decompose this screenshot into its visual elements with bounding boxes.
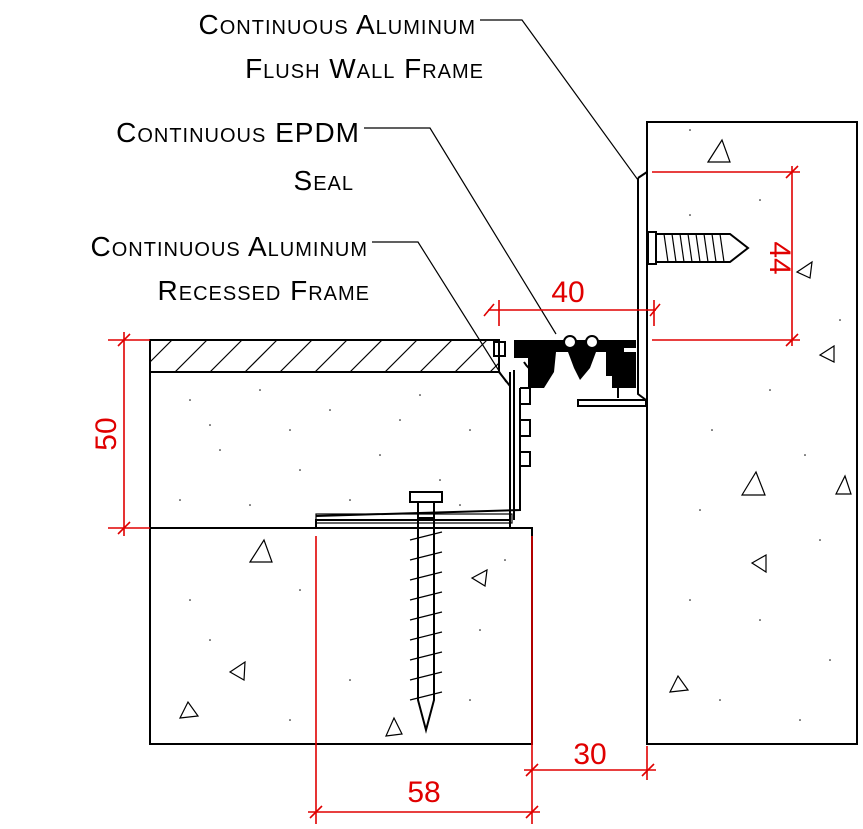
gap-width-value: 40: [551, 276, 584, 309]
dimension-anchor-offset: 58: [308, 536, 540, 824]
flush-frame-label-line2: Flush Wall Frame: [245, 53, 484, 84]
right-wall-concrete: [646, 121, 858, 745]
epdm-seal-label-line1: Continuous EPDM: [116, 117, 360, 148]
wall-anchor-screw: [647, 231, 750, 265]
flush-frame-label-line1: Continuous Aluminum: [199, 9, 476, 40]
joint-offset-value: 30: [573, 738, 606, 771]
slab-depth-value: 50: [90, 417, 123, 450]
lower-concrete-block: [149, 527, 533, 745]
recessed-frame-label-line1: Continuous Aluminum: [91, 231, 368, 262]
dimension-gap-width: 40: [483, 276, 661, 326]
recessed-frame: [315, 340, 531, 528]
wall-height-value: 44: [763, 241, 796, 274]
left-slab-concrete: [149, 372, 511, 529]
leader-lines: [364, 19, 639, 383]
flush-wall-frame: [577, 171, 648, 407]
recessed-frame-label-line2: Recessed Frame: [158, 275, 370, 306]
dimension-slab-depth: 50: [90, 332, 150, 536]
epdm-seal-label-line2: Seal: [294, 165, 354, 196]
slab-anchor-screw: [409, 491, 443, 734]
anchor-offset-value: 58: [407, 776, 440, 809]
frame-lip: [493, 341, 506, 357]
dimension-wall-height: 44: [652, 165, 800, 347]
dimension-joint-offset: 30: [524, 738, 656, 780]
left-slab-topping: [149, 339, 500, 373]
